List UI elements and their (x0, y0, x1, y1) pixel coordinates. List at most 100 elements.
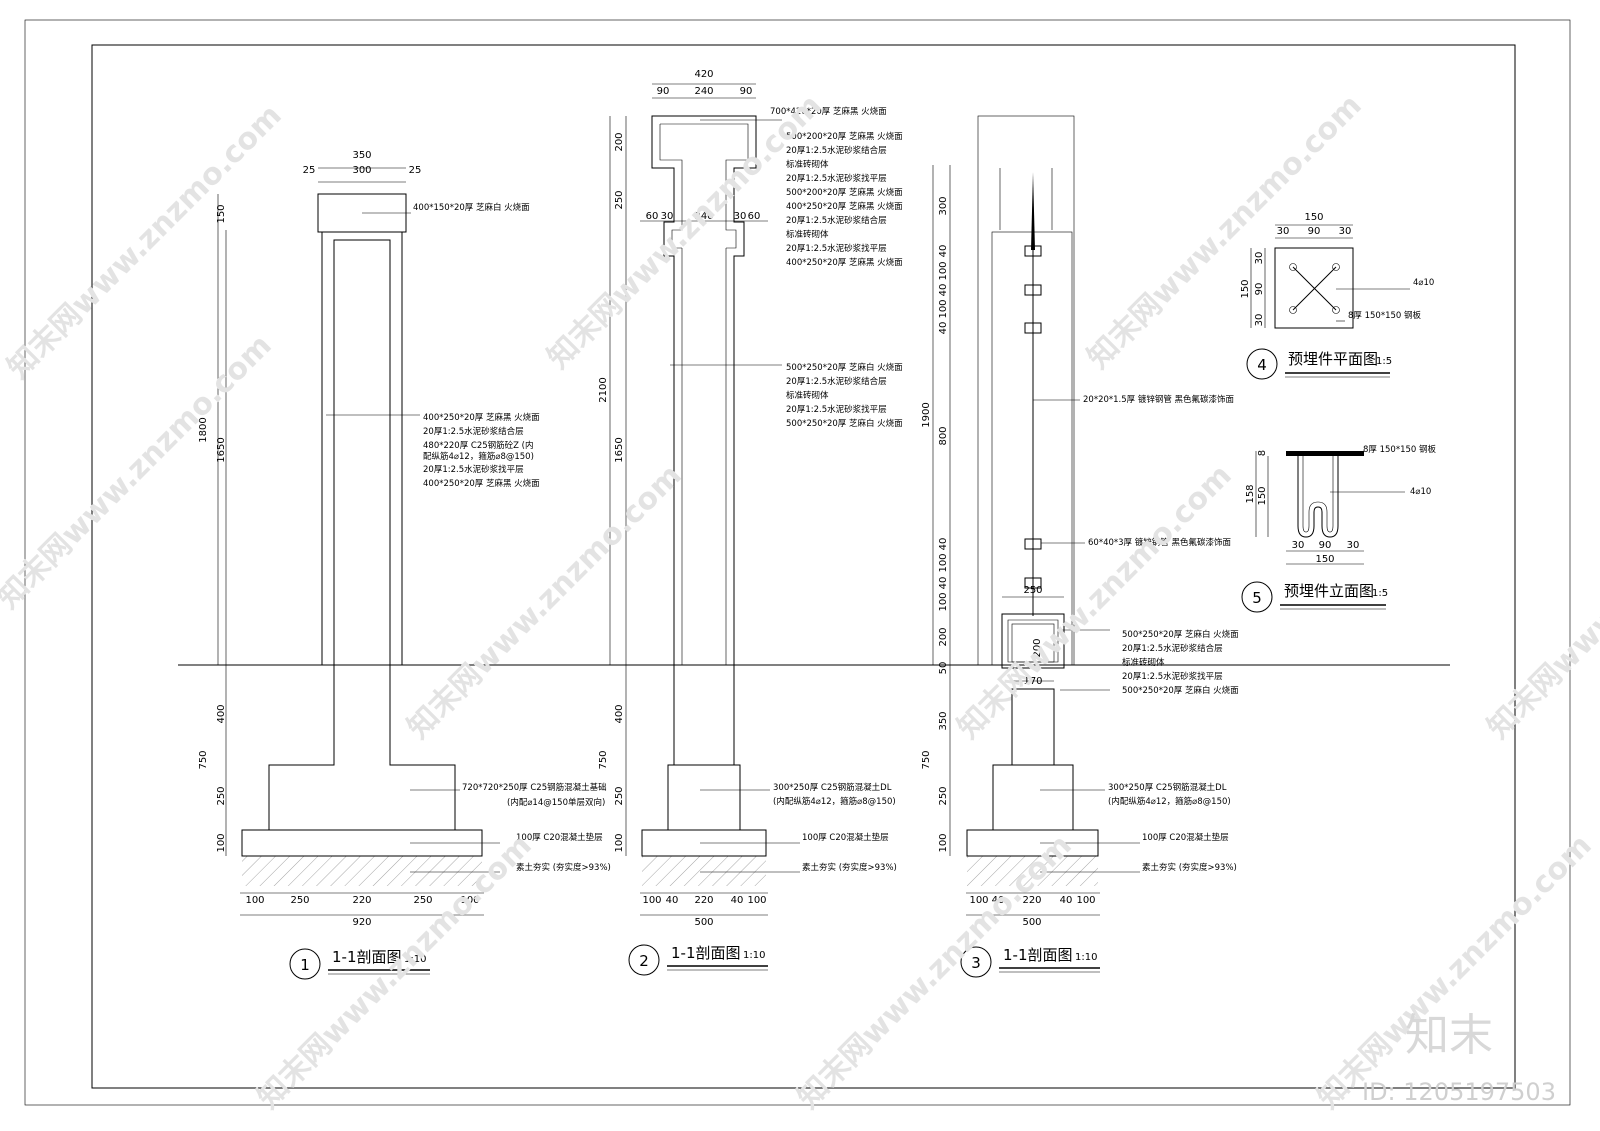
note: 素土夯实 (夯实度>93%) (516, 862, 611, 873)
note: 8厚 150*150 钢板 (1363, 444, 1437, 455)
section-scale: 1:5 (1376, 356, 1392, 367)
note: 500*250*20厚 芝麻白 火烧面 (1122, 685, 1239, 696)
dim-text: 240 (694, 211, 713, 222)
section-number-circle (1241, 581, 1273, 613)
dim-text: 750 (598, 750, 609, 769)
note: 300*250厚 C25钢筋混凝土DL (1108, 782, 1227, 793)
note: 100厚 C20混凝土垫层 (802, 832, 889, 843)
section-scale: 1:5 (1372, 588, 1388, 599)
dim-text: 300 (938, 196, 949, 215)
note: 标准砖砌体 (786, 159, 829, 170)
watermark-text: 知末网www.znzmo.com (1081, 88, 1369, 376)
section-scale: 1:10 (743, 950, 765, 961)
dim-text: 1650 (614, 437, 625, 462)
dim-text: 200 (614, 132, 625, 151)
section-number: 2 (639, 952, 649, 970)
note: 400*250*20厚 芝麻黑 火烧面 (786, 257, 903, 268)
outer-frame (24, 19, 1571, 1106)
dim-text: 30 (1277, 226, 1290, 237)
section-number-circle (1246, 348, 1278, 380)
dim-text: 220 (694, 895, 713, 906)
note: 20厚1:2.5水泥砂浆结合层 (786, 376, 887, 387)
section-number-circle (960, 946, 992, 978)
note: 4⌀10 (1413, 278, 1434, 288)
dim-text: 40 (666, 895, 679, 906)
dim-text: 170 (1023, 676, 1042, 687)
dim-text: 240 (694, 86, 713, 97)
note: 20厚1:2.5水泥砂浆结合层 (1122, 643, 1223, 654)
dim-text: 1900 (921, 402, 932, 427)
dim-text: 1650 (216, 437, 227, 462)
dim-text: 90 (1319, 540, 1332, 551)
section-title: 预埋件立面图 (1284, 582, 1374, 600)
note: 500*250*20厚 芝麻白 火烧面 (1122, 629, 1239, 640)
dim-text: 30 (1254, 314, 1265, 327)
dim-text: 100 (747, 895, 766, 906)
note: 4⌀10 (1410, 487, 1431, 497)
note: 8厚 150*150 钢板 (1348, 310, 1422, 321)
dim-text: 250 (290, 895, 309, 906)
dim-text: 150 (216, 204, 227, 223)
watermark-id: ID: 1205197503 (1362, 1078, 1556, 1106)
dim-text: 100 (938, 592, 949, 611)
watermark-text: 知末网www.znzmo.com (1481, 458, 1600, 746)
dim-text: 100 (216, 833, 227, 852)
dim-text: 220 (352, 895, 371, 906)
dim-text: 100 (642, 895, 661, 906)
watermark-text: 知末网www.znzmo.com (0, 328, 279, 616)
detail-5: 8 158 150 30 90 30 150 8厚 150*150 钢板 4⌀1… (1241, 444, 1437, 613)
dim-text: 90 (740, 86, 753, 97)
note: 20厚1:2.5水泥砂浆找平层 (423, 464, 524, 475)
dim-text: 30 (1347, 540, 1360, 551)
section-number: 1 (300, 956, 310, 974)
dim-text: 350 (352, 150, 371, 161)
note: (内配⌀14@150单层双向) (507, 797, 605, 808)
dim-text: 200 (1032, 638, 1043, 657)
note: 500*200*20厚 芝麻黑 火烧面 (786, 187, 903, 198)
note: 400*250*20厚 芝麻黑 火烧面 (786, 201, 903, 212)
dim-text: 40 (992, 895, 1005, 906)
note: 20厚1:2.5水泥砂浆找平层 (786, 243, 887, 254)
section-2: 420 90 240 90 60 30 240 30 60 200 250 16… (598, 69, 903, 976)
dim-text: 100 (938, 261, 949, 280)
dim-text: 60 (748, 211, 761, 222)
dim-text: 30 (1292, 540, 1305, 551)
section-number-circle (628, 944, 660, 976)
watermark-text: 知末网www.znzmo.com (951, 458, 1239, 746)
dim-text: 100 (1076, 895, 1095, 906)
section-scale: 1:10 (404, 954, 426, 965)
inner-frame (91, 44, 1516, 1089)
dim-text: 158 (1245, 484, 1256, 503)
dim-text: 250 (614, 786, 625, 805)
dim-text: 40 (1060, 895, 1073, 906)
note: 500*200*20厚 芝麻黑 火烧面 (786, 131, 903, 142)
section-scale: 1:10 (1075, 952, 1097, 963)
dim-text: 150 (1257, 486, 1268, 505)
note: 60*40*3厚 镀锌钢管 黑色氟碳漆饰面 (1088, 537, 1231, 548)
note: 20厚1:2.5水泥砂浆找平层 (786, 404, 887, 415)
note: 480*220厚 C25钢筋砼Z (内 (423, 440, 534, 451)
dim-text: 150 (1304, 212, 1323, 223)
dim-text: 30 (1254, 252, 1265, 265)
note: 20厚1:2.5水泥砂浆结合层 (423, 426, 524, 437)
dim-text: 100 (614, 833, 625, 852)
note: 20厚1:2.5水泥砂浆找平层 (1122, 671, 1223, 682)
dim-text: 25 (409, 165, 422, 176)
dim-text: 100 (938, 833, 949, 852)
dim-text: 30 (734, 211, 747, 222)
note: 100厚 C20混凝土垫层 (1142, 832, 1229, 843)
dim-text: 250 (1023, 585, 1042, 596)
dim-text: 100 (938, 553, 949, 572)
dim-text: 30 (661, 211, 674, 222)
section-number: 5 (1252, 589, 1262, 607)
dim-text: 250 (938, 786, 949, 805)
section-title: 1-1剖面图 (1003, 946, 1073, 964)
dim-text: 90 (1254, 283, 1265, 296)
note: 400*150*20厚 芝麻白 火烧面 (413, 202, 530, 213)
note: 300*250厚 C25钢筋混凝土DL (773, 782, 892, 793)
note: 400*250*20厚 芝麻黑 火烧面 (423, 478, 540, 489)
note: 500*250*20厚 芝麻白 火烧面 (786, 362, 903, 373)
dim-text: 150 (1315, 554, 1334, 565)
dim-text: 150 (1240, 279, 1251, 298)
